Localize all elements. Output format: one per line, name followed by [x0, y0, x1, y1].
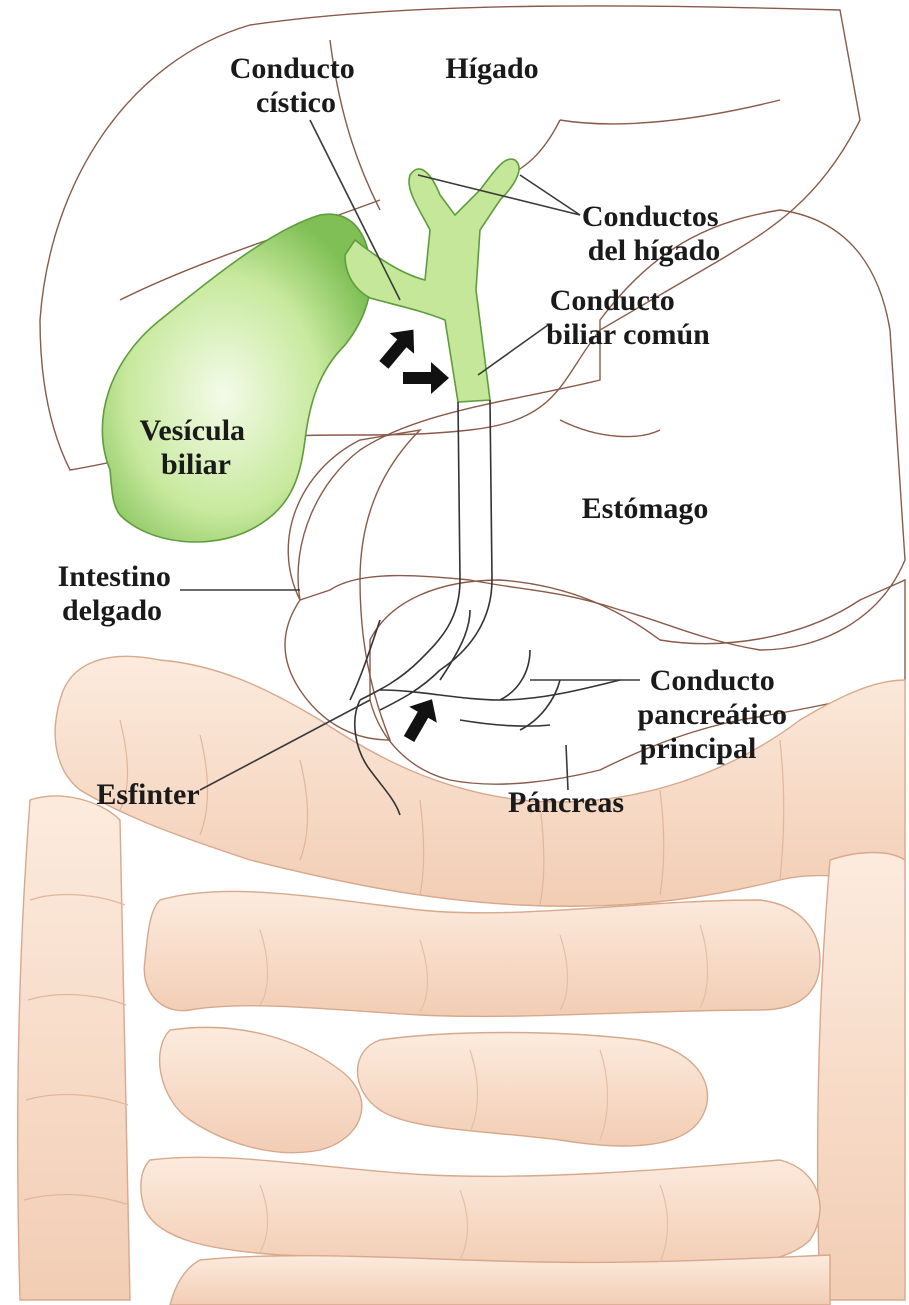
label-conducto-pancreatico-line3: principal: [640, 732, 757, 765]
label-conductos-higado-line2: del hígado: [588, 234, 721, 267]
arrow-group: [372, 319, 449, 747]
label-vesicula-line2: biliar: [161, 448, 231, 481]
label-conducto-biliar: Conducto biliar común: [546, 284, 710, 351]
label-conductos-higado-line1: Conductos: [582, 200, 719, 233]
label-conducto-pancreatico-line2: pancreático: [638, 698, 787, 731]
label-conducto-pancreatico-line1: Conducto: [650, 664, 775, 697]
label-intestino: Intestino delgado: [58, 560, 179, 627]
label-conducto-biliar-line1: Conducto: [550, 284, 675, 317]
label-conducto-cistico-line1: Conducto: [230, 52, 355, 85]
label-estomago-line1: Estómago: [582, 492, 709, 525]
small-intestine-loops: [141, 891, 830, 1305]
label-pancreas-line1: Páncreas: [508, 786, 624, 819]
label-intestino-line2: delgado: [62, 594, 162, 627]
descending-colon: [818, 853, 905, 1301]
internal-ducts: [350, 400, 620, 815]
label-higado: Hígado: [445, 52, 538, 85]
label-pancreas: Páncreas: [508, 786, 624, 819]
arrow-common-duct: [403, 362, 449, 394]
gallbladder: [102, 214, 371, 542]
label-esfinter-line1: Esfinter: [96, 778, 199, 811]
label-higado-line1: Hígado: [445, 52, 538, 85]
arrow-cystic-up: [372, 319, 426, 375]
label-intestino-line1: Intestino: [58, 560, 171, 593]
label-conducto-cistico-line2: cístico: [256, 86, 336, 119]
label-conducto-biliar-line2: biliar común: [546, 318, 710, 351]
label-esfinter: Esfinter: [96, 778, 199, 811]
label-conductos-higado: Conductos del hígado: [582, 200, 726, 267]
label-estomago: Estómago: [582, 492, 709, 525]
ascending-colon: [18, 796, 130, 1300]
arrow-pancreatic: [395, 691, 446, 747]
label-vesicula-line1: Vesícula: [139, 414, 245, 447]
